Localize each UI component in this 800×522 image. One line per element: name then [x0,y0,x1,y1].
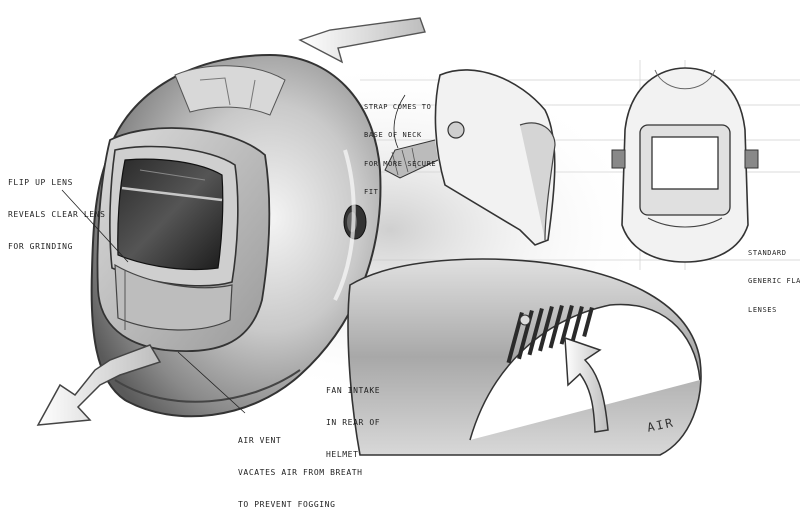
note-line: helmet [326,450,359,460]
note-line: reveals clear lens [8,209,106,219]
welding-helmet-sketch [36,17,800,456]
note-line: to prevent fogging [238,500,336,510]
flip-lens-note: Flip up lens reveals clear lens for grin… [8,156,106,264]
air-vent-note: Air vent vacates air from breath to prev… [238,414,363,522]
note-line: fit [364,187,379,196]
air-intake-arrow [564,336,609,433]
top-airflow-arrow [298,17,426,64]
fan-intake-grille [506,305,594,364]
note-line: Flip up lens [8,177,73,187]
note-line: for more secure [364,159,437,168]
note-line: for grinding [8,242,73,252]
strap-note: Strap comes to base of neck for more sec… [364,84,436,207]
main-helmet [90,53,382,418]
note-line: base of neck [364,131,422,140]
note-line: lenses [748,305,777,314]
rear-fan-detail [347,258,702,456]
note-line: Standard [748,248,787,257]
note-line: Fan intake [326,385,381,395]
note-line: vacates air from breath [238,467,363,477]
note-line: Strap comes to [364,102,432,111]
lens-window [117,158,224,271]
front-view-helmet [611,67,759,263]
note-line: Air vent [238,435,282,445]
vent-airflow-arrow [36,344,162,426]
fan-intake-note: Fan intake in rear of helmet [326,364,380,472]
standard-lenses-note: Standard generic flat lenses [748,230,800,324]
note-line: generic flat [748,277,800,286]
note-line: in rear of [326,417,381,427]
side-view-helmet [384,69,556,246]
